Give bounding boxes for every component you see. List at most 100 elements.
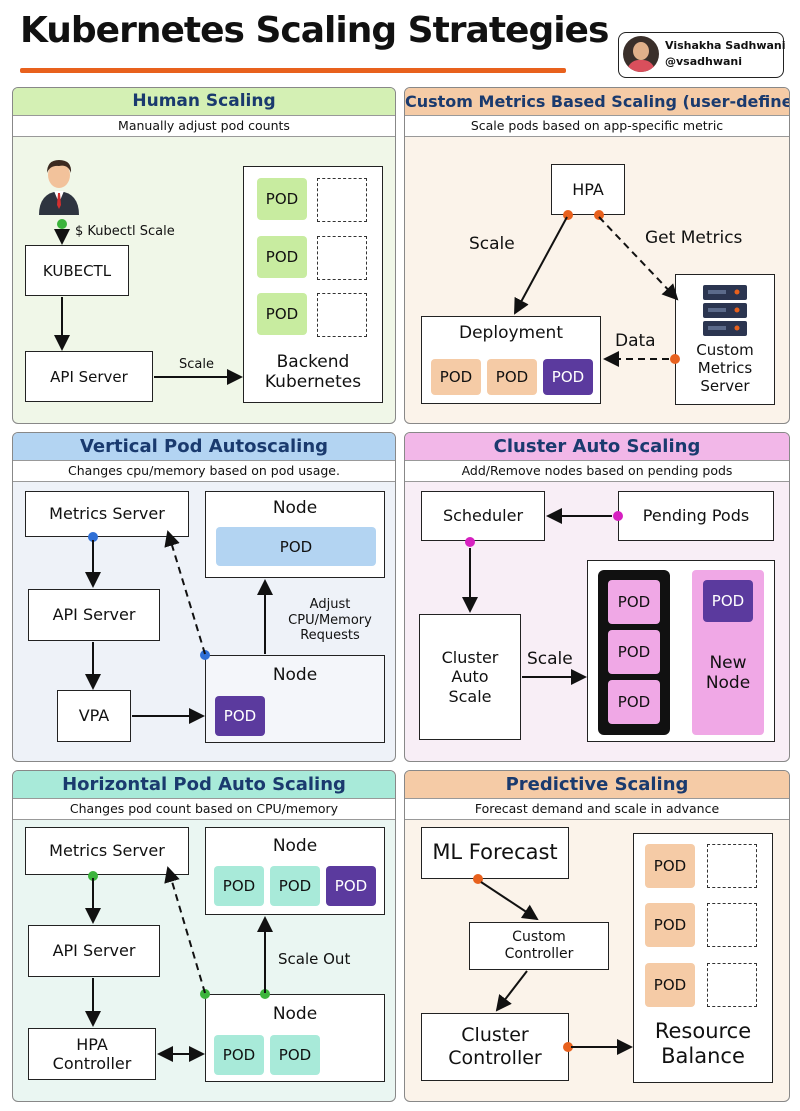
pod: POD [215, 696, 265, 736]
empty-pod-slot [317, 236, 367, 280]
pod: POD [645, 903, 695, 947]
connector-dot [594, 210, 604, 220]
connector-dot [473, 874, 483, 884]
panel-body: Metrics Server API Server VPA Node POD A… [13, 482, 395, 761]
kubectl-box: KUBECTL [25, 245, 129, 296]
cluster-controller-box: Cluster Controller [421, 1013, 569, 1081]
panel-horizontal-pod-autoscaling: Horizontal Pod Auto Scaling Changes pod … [12, 770, 396, 1102]
panel-title: Vertical Pod Autoscaling [13, 433, 395, 460]
panel-body: Metrics Server API Server HPA Controller… [13, 820, 395, 1101]
connector-dot [563, 1042, 573, 1052]
pod: POD [270, 866, 320, 906]
data-label: Data [615, 331, 656, 351]
pod: POD [270, 1035, 320, 1075]
hpa-controller-box: HPA Controller [28, 1028, 156, 1080]
backend-kubernetes-label: Backend Kubernetes [264, 352, 362, 393]
metrics-server-box: Metrics Server [25, 827, 189, 875]
empty-pod-slot [707, 903, 757, 947]
api-server-box: API Server [28, 589, 160, 641]
pod: POD [608, 580, 660, 624]
scheduler-box: Scheduler [421, 491, 545, 541]
panel-subtitle: Changes cpu/memory based on pod usage. [13, 460, 395, 482]
pod: POD [326, 866, 376, 906]
author-name: Vishakha Sadhwani [665, 39, 786, 52]
adjust-requests-label: Adjust CPU/Memory Requests [288, 597, 372, 644]
api-server-box: API Server [25, 351, 153, 402]
pod: POD [645, 963, 695, 1007]
node-bottom-label: Node [272, 665, 318, 685]
metrics-server-box: Metrics Server [25, 491, 189, 537]
panel-cluster-auto-scaling: Cluster Auto Scaling Add/Remove nodes ba… [404, 432, 790, 762]
panel-body: ML Forecast Custom Controller Cluster Co… [405, 820, 789, 1101]
panel-title: Human Scaling [13, 88, 395, 115]
scale-out-label: Scale Out [278, 950, 351, 968]
connector-dot [57, 219, 67, 229]
panel-subtitle: Changes pod count based on CPU/memory [13, 798, 395, 820]
author-badge: Vishakha Sadhwani @vsadhwani [618, 32, 786, 78]
panel-subtitle: Add/Remove nodes based on pending pods [405, 460, 789, 482]
panel-title: Horizontal Pod Auto Scaling [13, 771, 395, 798]
custom-controller-box: Custom Controller [469, 922, 609, 970]
kubectl-scale-label: $ Kubectl Scale [75, 224, 175, 239]
panel-human-scaling: Human Scaling Manually adjust pod counts… [12, 87, 396, 424]
panel-body: $ Kubectl Scale KUBECTL API Server Scale… [13, 137, 395, 423]
person-icon [39, 160, 79, 215]
ml-forecast-box: ML Forecast [421, 827, 569, 879]
page-title: Kubernetes Scaling Strategies [20, 10, 609, 51]
panel-predictive-scaling: Predictive Scaling Forecast demand and s… [404, 770, 790, 1102]
panel-title: Cluster Auto Scaling [405, 433, 789, 460]
connector-dot [200, 650, 210, 660]
pod: POD [216, 527, 376, 566]
empty-pod-slot [317, 178, 367, 222]
get-metrics-label: Get Metrics [645, 228, 743, 248]
panel-vertical-pod-autoscaling: Vertical Pod Autoscaling Changes cpu/mem… [12, 432, 396, 762]
avatar [623, 36, 659, 72]
connector-dot [88, 871, 98, 881]
empty-pod-slot [317, 293, 367, 337]
server-icon [703, 285, 747, 336]
pod: POD [257, 178, 307, 220]
empty-pod-slot [707, 844, 757, 888]
empty-pod-slot [707, 963, 757, 1007]
pod: POD [214, 866, 264, 906]
api-server-box: API Server [28, 925, 160, 977]
panel-subtitle: Scale pods based on app-specific metric [405, 115, 789, 137]
pod: POD [214, 1035, 264, 1075]
panel-title: Predictive Scaling [405, 771, 789, 798]
connector-dot [88, 532, 98, 542]
resource-balance-label: Resource Balance [654, 1019, 752, 1069]
panel-body: HPA Scale Get Metrics Deployment POD POD… [405, 137, 789, 423]
deployment-label: Deployment [459, 323, 563, 343]
connector-dot [613, 511, 623, 521]
panel-custom-metrics: Custom Metrics Based Scaling (user-defin… [404, 87, 790, 424]
pod: POD [608, 630, 660, 674]
pod: POD [487, 359, 537, 395]
pod: POD [645, 844, 695, 888]
connector-dot [200, 989, 210, 999]
vpa-box: VPA [57, 690, 131, 742]
cluster-auto-scale-box: Cluster Auto Scale [419, 614, 521, 740]
connector-dot [465, 537, 475, 547]
panel-body: Scheduler Pending Pods Cluster Auto Scal… [405, 482, 789, 761]
panel-title: Custom Metrics Based Scaling (user-defin… [405, 88, 789, 115]
hpa-box: HPA [551, 164, 625, 215]
panel-subtitle: Manually adjust pod counts [13, 115, 395, 137]
connector-dot [260, 989, 270, 999]
pod: POD [543, 359, 593, 395]
node-top-label: Node [272, 836, 318, 856]
scale-label: Scale [527, 649, 573, 669]
pod: POD [431, 359, 481, 395]
pending-pods-box: Pending Pods [618, 491, 774, 541]
custom-metrics-server-label: Custom Metrics Server [696, 341, 754, 395]
author-handle: @vsadhwani [665, 55, 743, 68]
scale-label: Scale [469, 234, 515, 254]
pod: POD [257, 236, 307, 278]
node-top-label: Node [272, 498, 318, 518]
connector-dot [670, 354, 680, 364]
panel-subtitle: Forecast demand and scale in advance [405, 798, 789, 820]
pod: POD [703, 580, 753, 622]
new-node-label: New Node [705, 653, 751, 694]
title-underline [20, 68, 566, 73]
node-bottom-label: Node [272, 1004, 318, 1024]
connector-dot [563, 210, 573, 220]
